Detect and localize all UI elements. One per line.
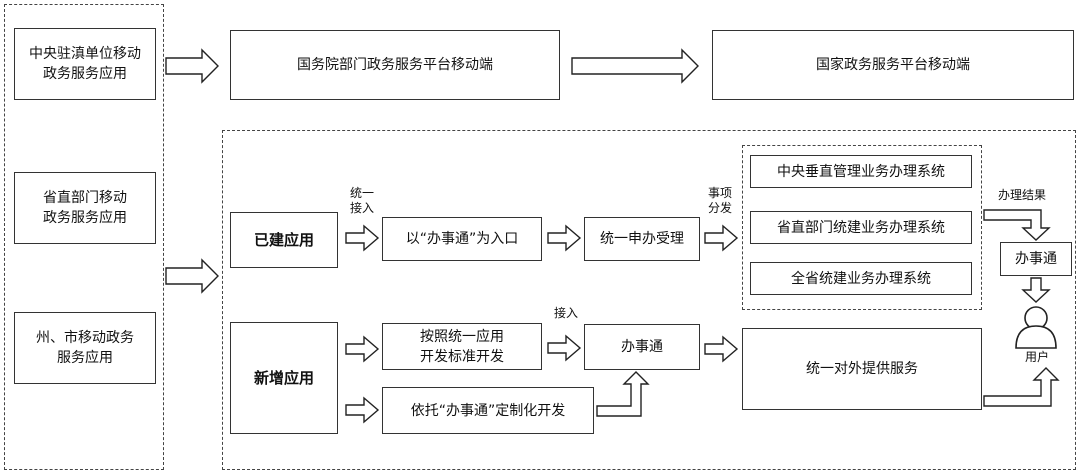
systems-group [742, 145, 982, 310]
system-box-2: 省直部门统建业务办理系统 [750, 211, 972, 244]
provincial-depts-app-box: 省直部门移动 政务服务应用 [14, 172, 156, 244]
block-arrow-entry-to-unified [547, 224, 582, 252]
elbow-arrow-external-to-user [983, 367, 1060, 407]
elbow-arrow-systems-to-right-banshitong [983, 209, 1051, 241]
prefecture-city-app-box: 州、市移动政务 服务应用 [14, 312, 156, 384]
built-apps-box: 已建应用 [230, 212, 338, 268]
state-council-mobile-box: 国务院部门政务服务平台移动端 [230, 30, 560, 100]
right-banshitong-box: 办事通 [1000, 242, 1072, 276]
block-arrow-to-custom [345, 396, 380, 424]
system-box-1: 中央垂直管理业务办理系统 [750, 155, 972, 188]
elbow-arrow-custom-to-banshitong [596, 371, 650, 417]
block-arrow-banshitong-to-external [704, 335, 739, 363]
central-units-app-box: 中央驻滇单位移动 政务服务应用 [14, 28, 156, 100]
user-icon [1015, 306, 1057, 349]
standard-dev-box: 按照统一应用 开发标准开发 [382, 323, 542, 370]
unified-access-label: 统一 接入 [349, 186, 374, 215]
entry-box: 以“办事通”为入口 [382, 217, 542, 261]
access-label: 接入 [553, 306, 578, 320]
down-arrow-to-user [1021, 277, 1051, 303]
national-mobile-box: 国家政务服务平台移动端 [712, 30, 1074, 100]
main-group [222, 130, 1076, 470]
block-arrow-to-standard [345, 335, 380, 363]
block-arrow-left-to-state [165, 48, 219, 84]
dispatch-label: 事项 分发 [707, 186, 732, 215]
left-group [4, 4, 164, 470]
user-label: 用户 [1024, 350, 1049, 364]
banshitong-box: 办事通 [584, 324, 700, 370]
system-box-3: 全省统建业务办理系统 [750, 262, 972, 295]
new-apps-box: 新增应用 [230, 322, 338, 434]
block-arrow-unified-to-systems [704, 224, 739, 252]
unified-acceptance-box: 统一申办受理 [584, 217, 700, 261]
result-label: 办理结果 [997, 188, 1046, 202]
external-service-box: 统一对外提供服务 [742, 328, 982, 410]
block-arrow-left-to-main [165, 258, 219, 294]
block-arrow-standard-to-banshitong [547, 334, 582, 362]
block-arrow-to-entry [345, 224, 380, 252]
custom-dev-box: 依托“办事通”定制化开发 [382, 387, 594, 434]
block-arrow-state-to-national [571, 48, 699, 84]
